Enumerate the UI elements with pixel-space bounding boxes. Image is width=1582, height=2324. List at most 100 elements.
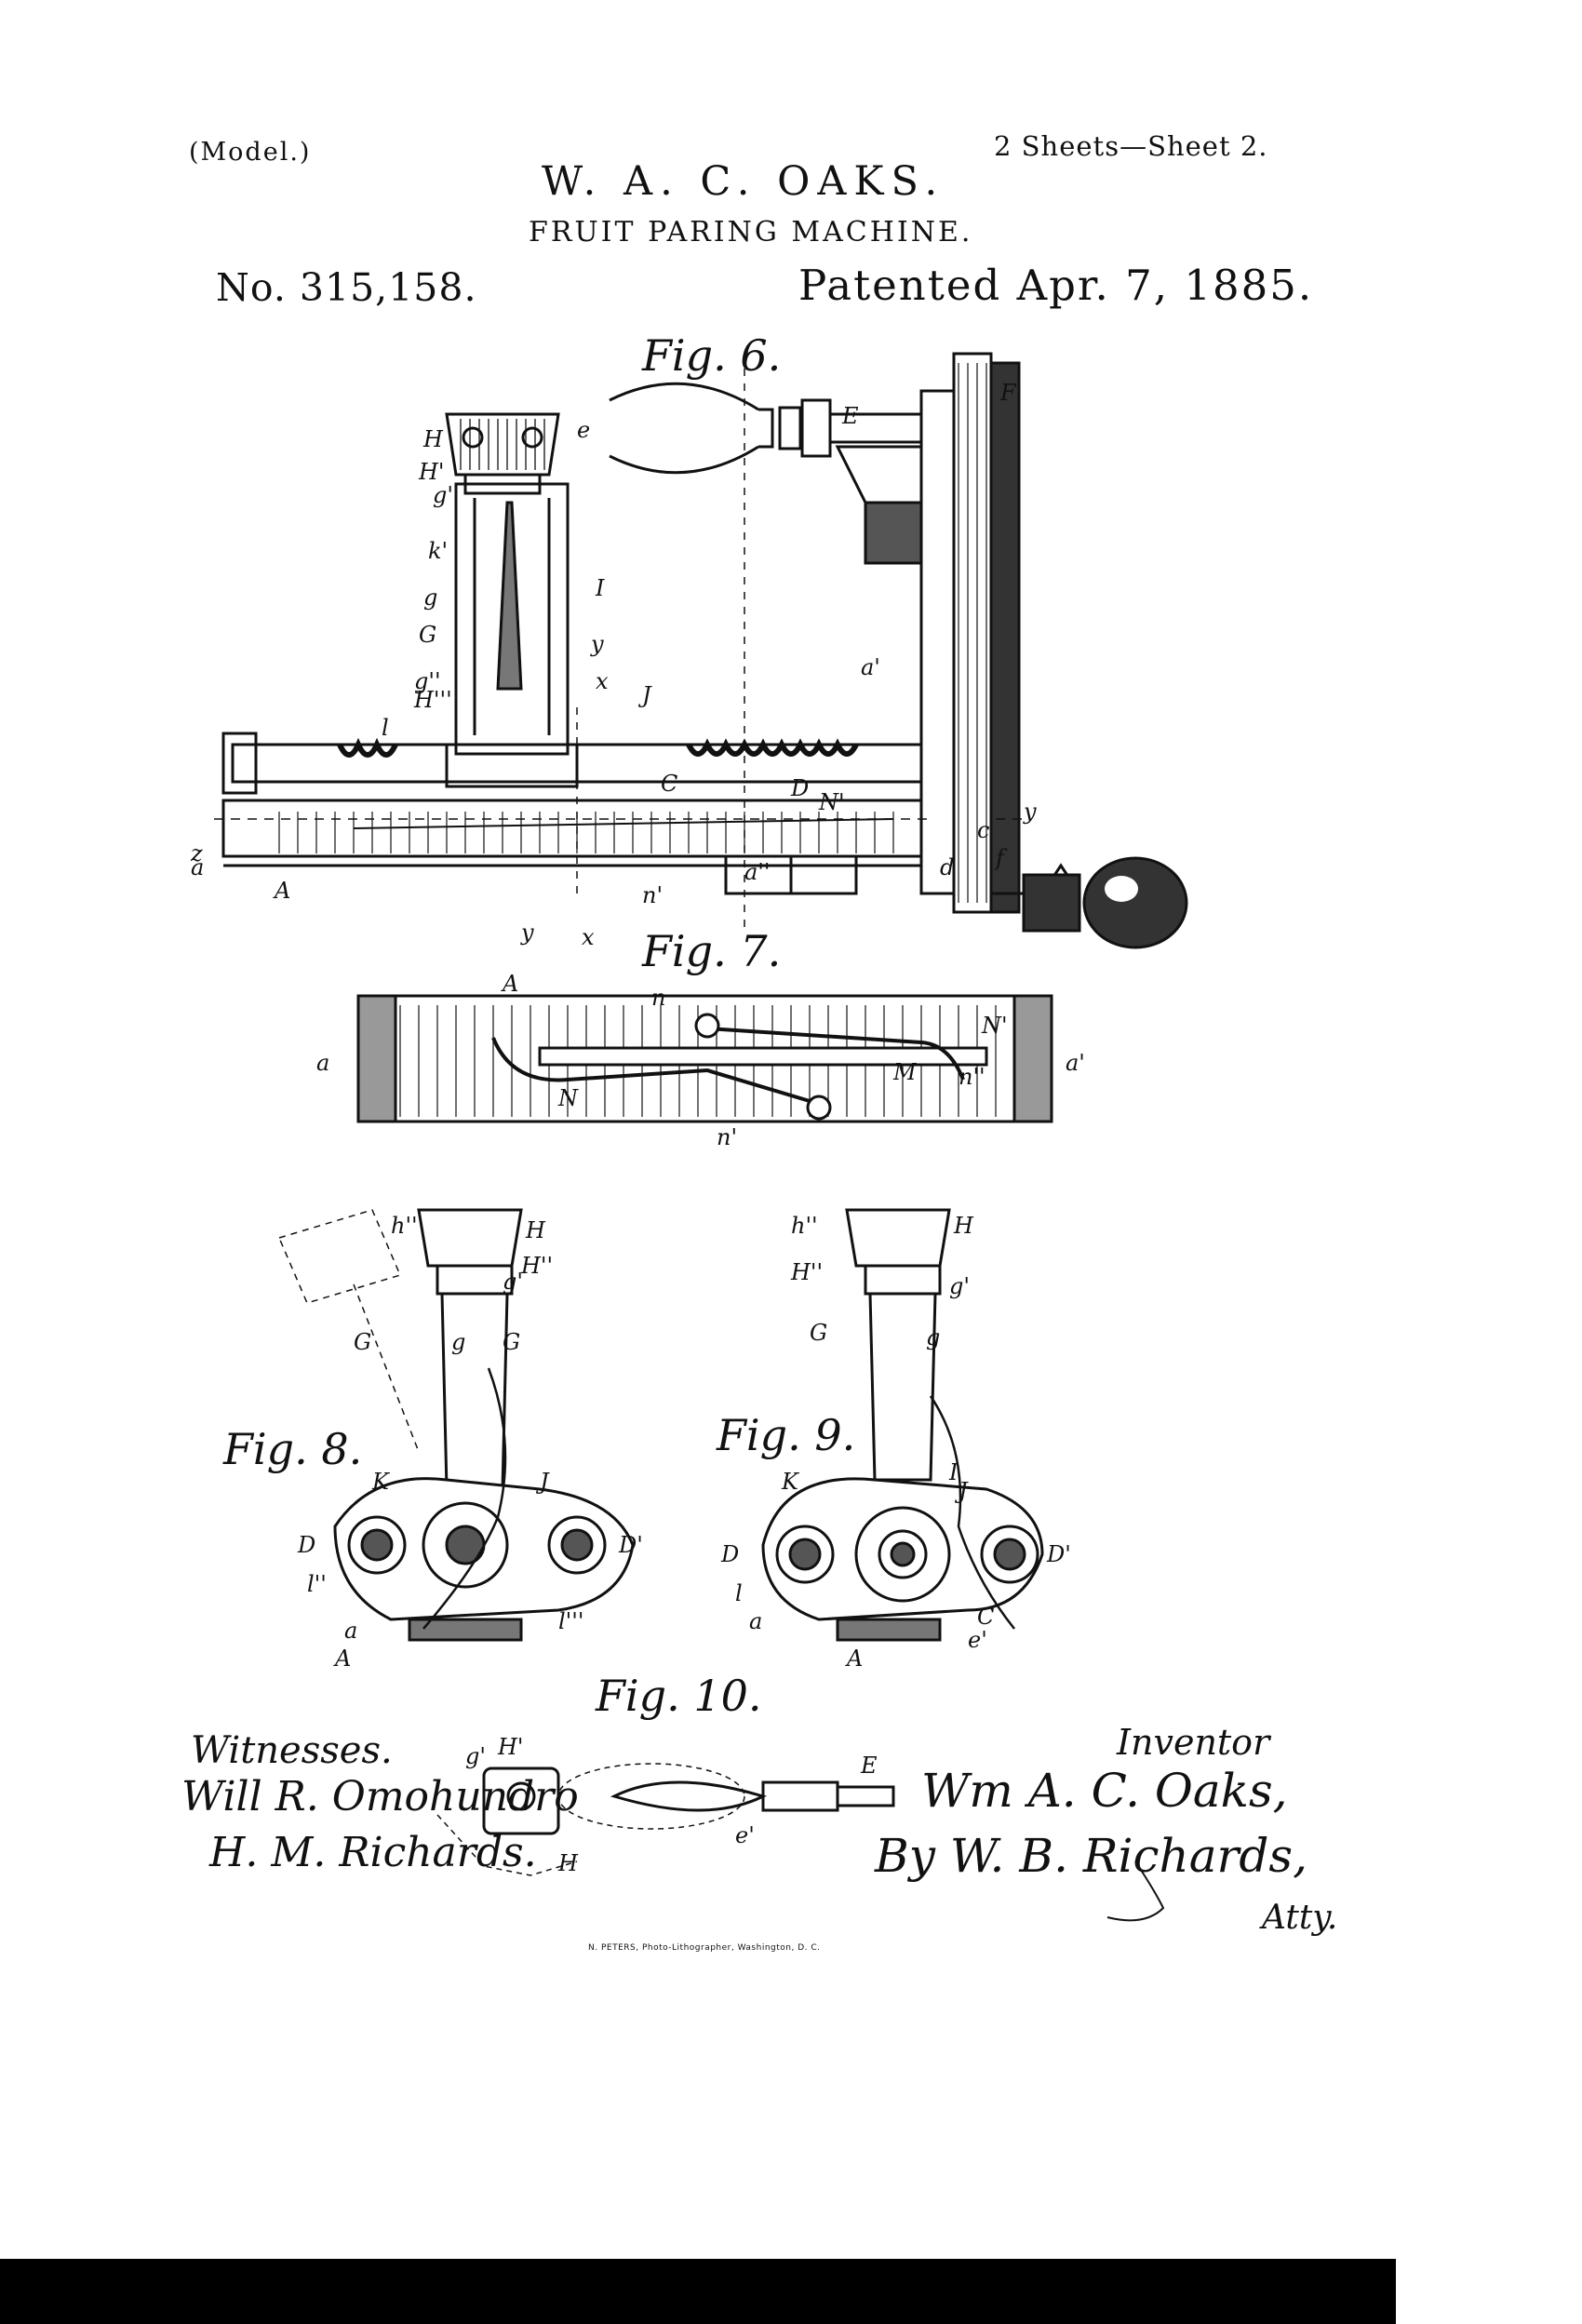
svg-text:d: d [940,854,954,880]
svg-text:y: y [1023,799,1037,825]
inventor-name-heading: W. A. C. OAKS. [542,158,945,205]
fig9-detail [761,1208,1044,1642]
svg-text:g': g' [503,1269,523,1295]
attorney-signature: By W. B. Richards, [875,1829,1307,1883]
svg-text:g: g [451,1329,465,1355]
svg-text:a: a [344,1618,357,1644]
svg-text:D: D [790,775,809,801]
svg-text:D': D' [1046,1541,1071,1567]
fig7-label: Fig. 7. [642,926,782,976]
svg-text:N: N [557,1085,579,1111]
svg-text:N': N' [818,789,845,815]
svg-text:h'': h'' [791,1213,818,1239]
svg-text:H: H [525,1217,546,1243]
svg-text:l'': l'' [307,1571,327,1597]
svg-text:D: D [297,1532,315,1558]
svg-text:G: G [810,1320,827,1346]
svg-text:e': e' [968,1627,987,1653]
svg-text:c: c [977,817,989,843]
svg-text:D: D [720,1541,739,1567]
svg-text:H: H [557,1850,579,1876]
svg-text:H'': H'' [520,1253,553,1279]
svg-text:H': H' [418,459,445,485]
witnesses-label: Witnesses. [191,1729,393,1772]
fig10-label: Fig. 10. [596,1671,762,1721]
svg-text:a': a' [861,654,880,680]
svg-text:n': n' [642,882,663,908]
fig8-label: Fig. 8. [223,1424,363,1474]
svg-text:H'': H'' [790,1259,823,1285]
svg-text:a: a [316,1050,329,1076]
svg-text:K: K [371,1469,391,1495]
witness-signature-2: H. M. Richards. [209,1829,537,1876]
fig8-detail [277,1208,635,1642]
svg-text:l''': l''' [558,1608,583,1634]
svg-text:a: a [191,854,204,880]
sheet-count: 2 Sheets—Sheet 2. [994,130,1268,162]
fig6-label: Fig. 6. [642,330,782,381]
svg-text:n: n [651,985,665,1011]
svg-text:H': H' [497,1734,524,1760]
scan-edge-bar [0,2259,1396,2324]
svg-text:G: G [503,1329,520,1355]
svg-text:A: A [845,1646,863,1672]
svg-text:H: H [422,426,444,452]
svg-text:x: x [596,668,609,694]
svg-text:a': a' [1066,1050,1085,1076]
svg-text:k': k' [428,538,448,564]
svg-text:E: E [841,403,859,429]
svg-text:y: y [520,920,534,946]
svg-text:y: y [590,631,604,657]
svg-text:a'': a'' [744,859,771,885]
svg-text:l: l [735,1580,743,1606]
svg-text:E: E [860,1753,878,1779]
fig6-machine [214,352,1188,949]
svg-text:g: g [926,1324,940,1350]
svg-text:H''': H''' [413,687,452,713]
svg-text:g': g' [949,1273,970,1299]
svg-text:n': n' [717,1124,737,1150]
svg-text:G: G [419,622,436,648]
svg-text:C: C [977,1604,994,1630]
svg-text:K: K [781,1469,800,1495]
svg-text:A: A [501,971,518,997]
svg-text:A: A [273,878,290,904]
patent-date: Patented Apr. 7, 1885. [798,261,1314,310]
inventor-signature: Wm A. C. Oaks, [921,1764,1288,1818]
witness-signature-1: Will R. Omohundro [181,1773,579,1820]
svg-text:F: F [999,380,1017,406]
svg-text:A: A [333,1646,351,1672]
patent-title: FRUIT PARING MACHINE. [529,216,973,249]
printer-credit: N. PETERS, Photo-Lithographer, Washingto… [588,1943,821,1953]
svg-text:g: g [423,584,437,611]
svg-text:z: z [190,840,203,866]
svg-text:D': D' [618,1532,643,1558]
svg-text:e': e' [735,1822,755,1848]
svg-text:x: x [582,924,595,950]
svg-text:g': g' [433,482,453,508]
svg-text:I: I [948,1459,959,1485]
svg-text:h'': h'' [391,1213,418,1239]
svg-text:C: C [661,771,677,797]
svg-text:g'': g'' [414,668,441,694]
patent-number: No. 315,158. [216,265,477,310]
svg-text:a: a [749,1608,762,1634]
svg-text:e: e [577,417,590,443]
svg-text:I: I [595,575,605,601]
fig10-detail [436,1763,895,1876]
svg-text:g': g' [465,1743,486,1769]
svg-text:l: l [382,715,389,741]
svg-text:J: J [637,682,652,708]
svg-text:M: M [892,1059,918,1085]
svg-text:n'': n'' [959,1064,985,1090]
inventor-label: Inventor [1117,1722,1270,1763]
fig9-label: Fig. 9. [717,1410,856,1460]
svg-text:H: H [953,1213,974,1239]
svg-text:N': N' [981,1013,1008,1039]
svg-text:G: G [354,1329,371,1355]
attorney-label: Atty. [1262,1899,1338,1937]
fig7-plan [356,994,1053,1123]
model-label: (Model.) [189,138,312,167]
